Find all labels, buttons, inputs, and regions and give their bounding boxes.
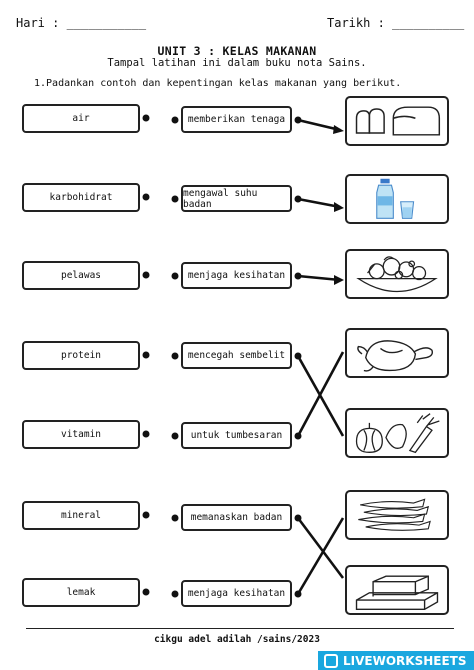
left-item-air[interactable]: air: [22, 104, 140, 133]
left-item-pelawas[interactable]: pelawas: [22, 261, 140, 290]
bread-picture[interactable]: [345, 96, 449, 146]
middle-item-mengawal-suhu[interactable]: mengawal suhu badan: [181, 185, 292, 212]
water-picture[interactable]: [345, 174, 449, 224]
page-title: UNIT 3 : KELAS MAKANAN: [157, 44, 317, 58]
left-item-mineral[interactable]: mineral: [22, 501, 140, 530]
middle-item-untuk-tumbesaran[interactable]: untuk tumbesaran: [181, 422, 292, 449]
liveworksheets-banner[interactable]: LIVEWORKSHEETS: [318, 651, 474, 670]
middle-item-memberikan-tenaga[interactable]: memberikan tenaga: [181, 106, 292, 133]
page-subtitle: Tampal latihan ini dalam buku nota Sains…: [107, 57, 367, 69]
arrow-heads: [333, 125, 344, 285]
chicken-icon: [357, 340, 433, 372]
middle-item-menjaga-kesihatan-2[interactable]: menjaga kesihatan: [181, 580, 292, 607]
middle-item-menjaga-kesihatan-1[interactable]: menjaga kesihatan: [181, 262, 292, 289]
left-item-vitamin[interactable]: vitamin: [22, 420, 140, 449]
brand-name: LIVEWORKSHEETS: [343, 653, 467, 668]
chicken-picture[interactable]: [345, 328, 449, 378]
fruit-bowl-icon: [356, 256, 438, 293]
fish-icon: [358, 498, 431, 531]
butter-icon: [355, 575, 439, 611]
vegetables-icon: [355, 413, 440, 454]
connector-lines: [296, 118, 345, 595]
date-field: Tarikh : __________: [327, 16, 465, 30]
liveworksheets-logo-icon: [324, 653, 338, 668]
fish-picture[interactable]: [345, 490, 449, 540]
water-bottle-icon: [376, 178, 415, 219]
left-item-protein[interactable]: protein: [22, 341, 140, 370]
middle-item-mencegah-sembelit[interactable]: mencegah sembelit: [181, 342, 292, 369]
day-field: Hari : ___________: [16, 16, 147, 30]
left-item-lemak[interactable]: lemak: [22, 578, 140, 607]
vegetables-picture[interactable]: [345, 408, 449, 458]
butter-picture[interactable]: [345, 565, 449, 615]
instruction-text: 1.Padankan contoh dan kepentingan kelas …: [34, 78, 402, 89]
footer-credit: cikgu adel adilah /sains/2023: [154, 634, 320, 645]
left-item-karbohidrat[interactable]: karbohidrat: [22, 183, 140, 212]
footer-divider: [26, 628, 454, 629]
middle-item-memanaskan-badan[interactable]: memanaskan badan: [181, 504, 292, 531]
bread-icon: [355, 106, 441, 136]
fruits-picture[interactable]: [345, 249, 449, 299]
connector-dots: [142, 114, 302, 598]
